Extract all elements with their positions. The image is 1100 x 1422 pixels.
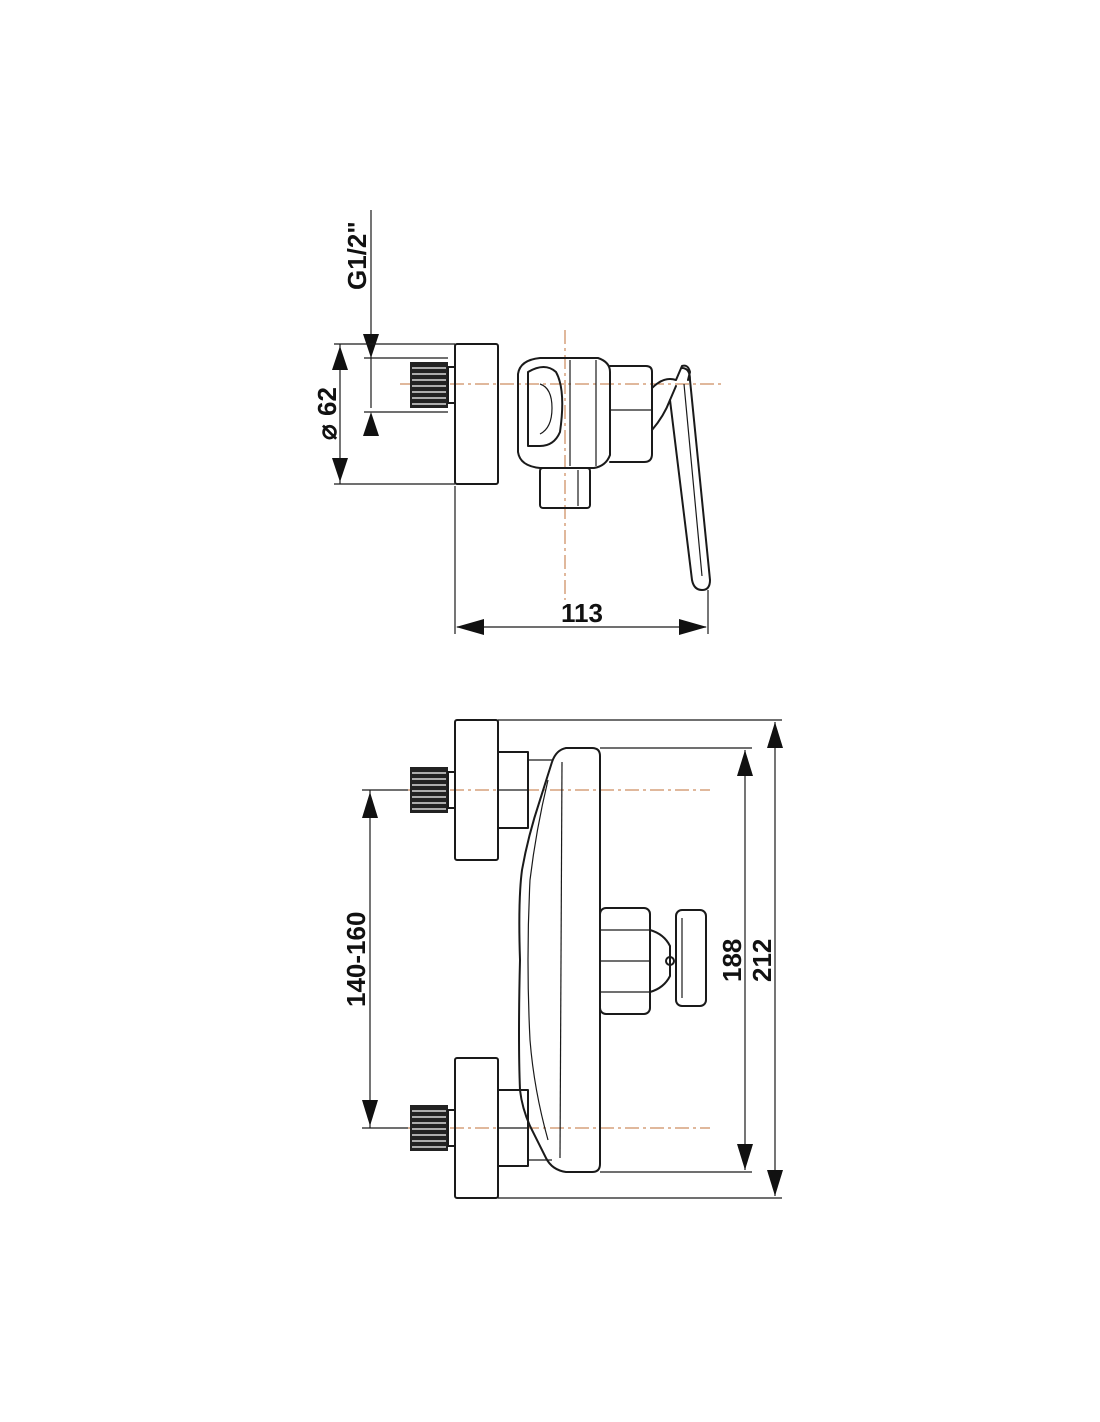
front-lever-handle bbox=[649, 909, 707, 1007]
spacing-label: 140-160 bbox=[341, 912, 371, 1007]
flange-diameter-dimension: ⌀ 62 bbox=[312, 343, 455, 485]
body-height-dimension: 188 bbox=[600, 747, 753, 1173]
diameter-symbol: ⌀ bbox=[312, 424, 342, 440]
front-mixer-body bbox=[518, 747, 651, 1173]
thread-size-label: G1/2" bbox=[342, 221, 372, 290]
front-view: 140-160 188 212 bbox=[341, 719, 783, 1199]
side-cartridge-housing bbox=[609, 365, 653, 463]
side-threaded-connector bbox=[410, 362, 456, 408]
body-height-label: 188 bbox=[717, 939, 747, 982]
depth-dimension: 113 bbox=[454, 486, 709, 635]
front-lower-flange bbox=[454, 1057, 529, 1199]
depth-label: 113 bbox=[561, 598, 603, 628]
side-lever-handle bbox=[651, 364, 711, 591]
thread-size-dimension: G1/2" bbox=[342, 210, 448, 436]
side-outlet-stub bbox=[539, 467, 591, 509]
front-upper-flange bbox=[454, 719, 529, 861]
front-lower-threaded-connector bbox=[410, 1105, 456, 1151]
side-wall-flange bbox=[454, 343, 499, 485]
front-upper-threaded-connector bbox=[410, 767, 456, 813]
flange-diameter-label: 62 bbox=[312, 387, 342, 416]
side-view: G1/2" ⌀ 62 113 bbox=[312, 210, 722, 635]
side-valve-body bbox=[517, 357, 653, 509]
spacing-dimension: 140-160 bbox=[341, 789, 408, 1129]
overall-height-label: 212 bbox=[747, 939, 777, 982]
overall-height-dimension: 212 bbox=[498, 719, 783, 1199]
